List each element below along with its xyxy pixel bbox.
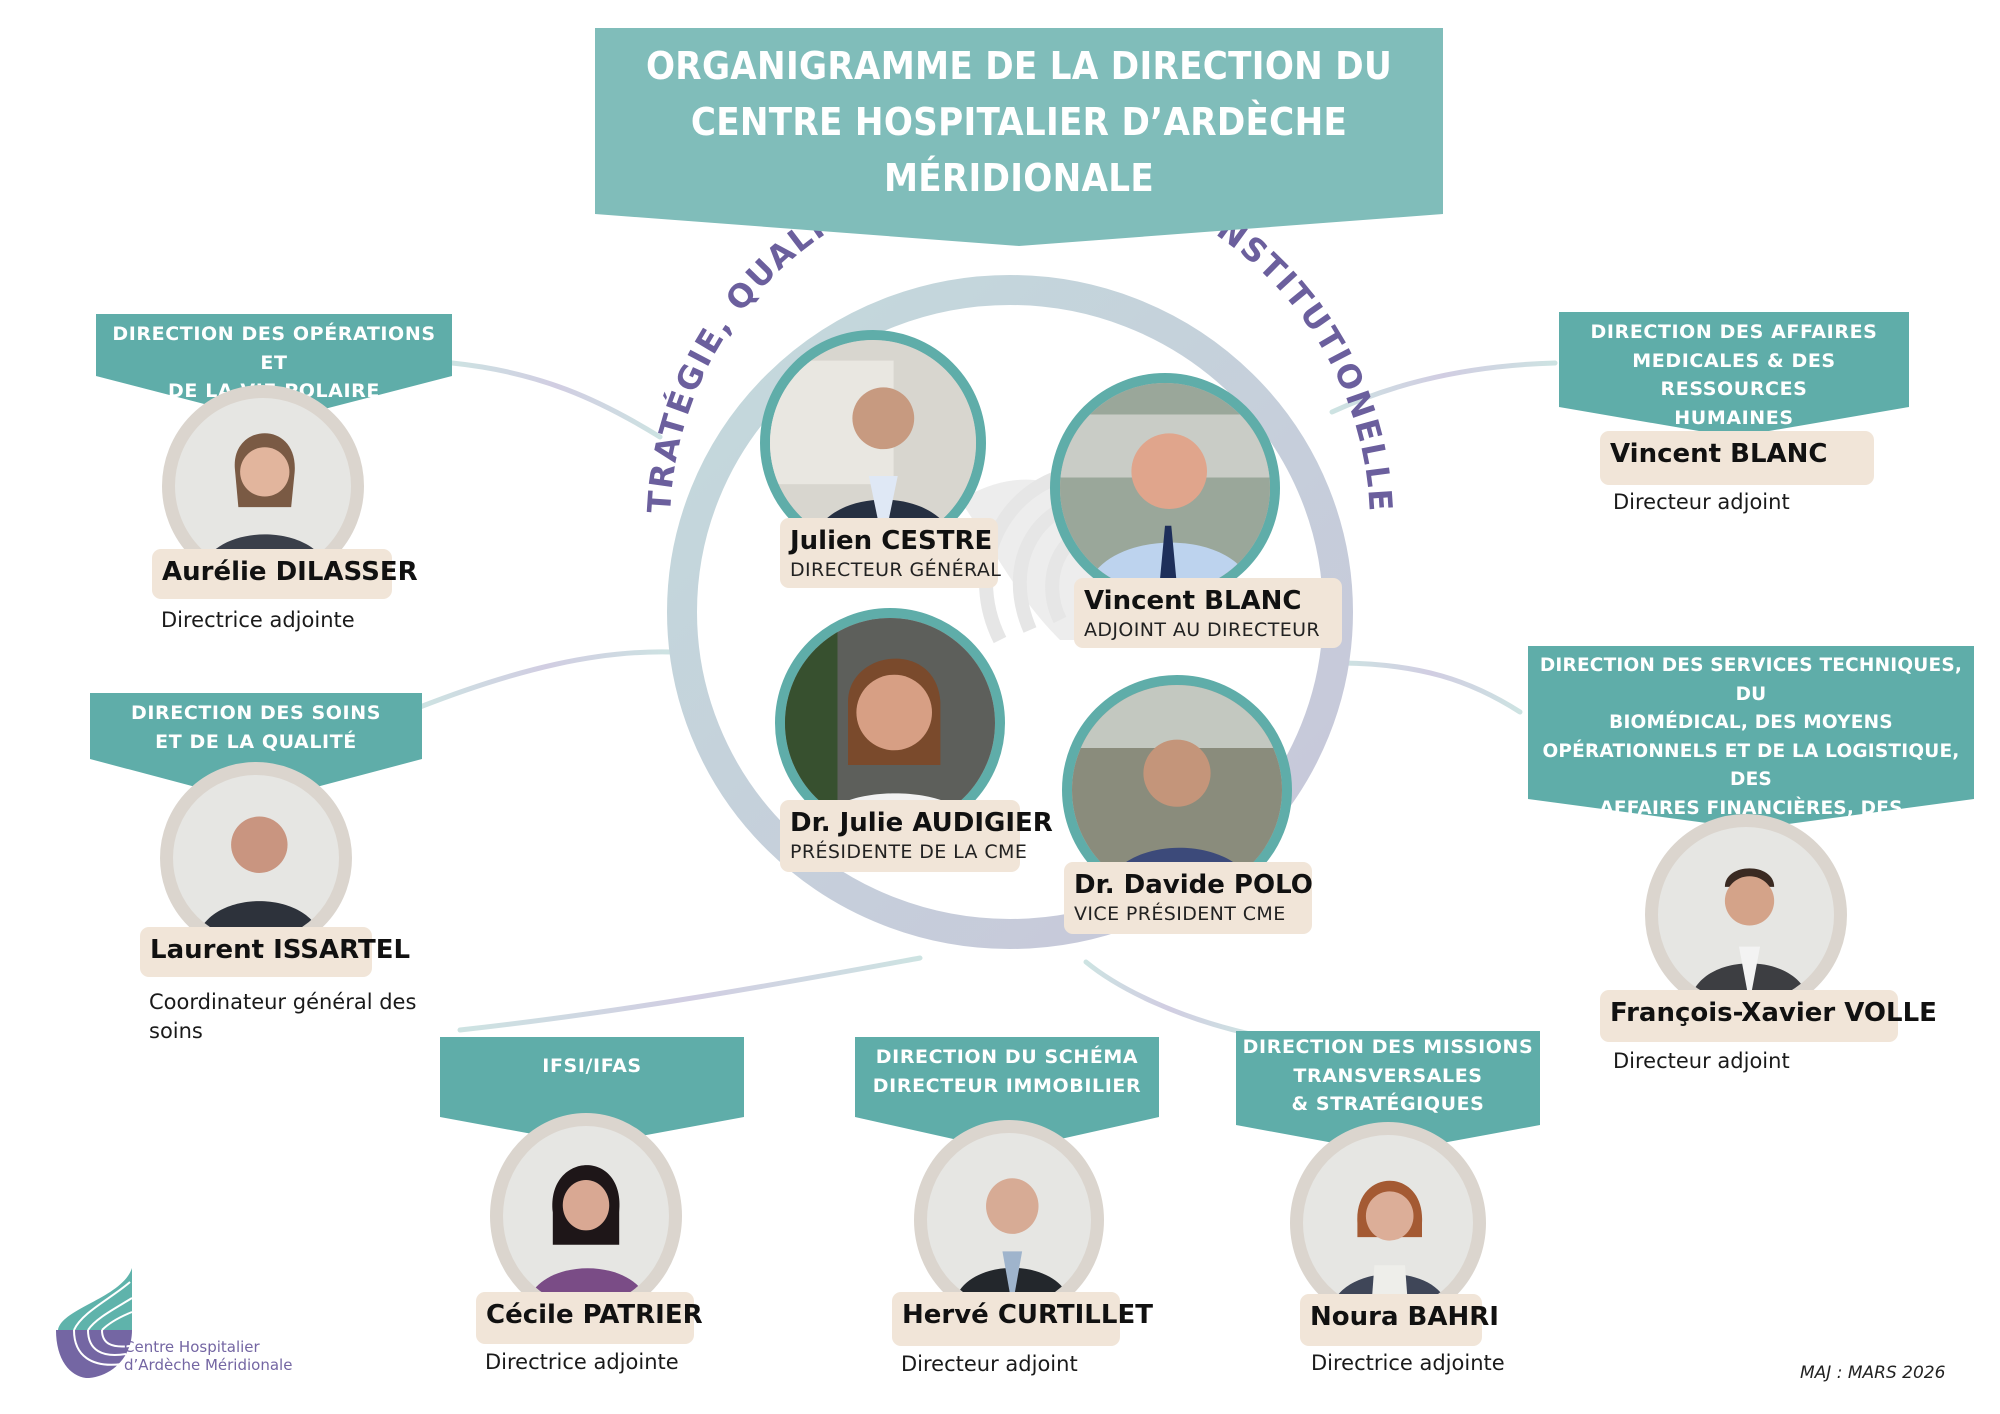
banner-shape (440, 1037, 744, 1145)
hospital-logo-text: Centre Hospitalier d’Ardèche Méridionale (124, 1338, 292, 1374)
person-name: Dr. Julie AUDIGIER (790, 808, 1053, 838)
person-name: Vincent BLANC (1084, 586, 1302, 616)
avatar-julie-audigier (775, 608, 1005, 838)
name-box-julien-cestre: Julien CESTRE DIRECTEUR GÉNÉRAL (780, 518, 1002, 588)
banner-shape (855, 1037, 1159, 1151)
person-name: Julien CESTRE (790, 526, 993, 556)
person-role: Directeur adjoint (1613, 1049, 1790, 1073)
avatar-laurent-issartel (160, 762, 352, 954)
name-box-vincent-blanc-center: Vincent BLANC ADJOINT AU DIRECTEUR (1074, 578, 1342, 648)
name-box-aurelie-dilasser: Aurélie DILASSER (152, 549, 418, 599)
person-role: Directeur adjoint (901, 1352, 1078, 1376)
person-title: VICE PRÉSIDENT CME (1074, 903, 1286, 925)
person-name: Aurélie DILASSER (162, 557, 418, 587)
person-photo-icon (953, 1178, 1072, 1307)
person-photo-icon (770, 340, 976, 546)
banner-shape (1236, 1031, 1540, 1153)
person-role: Directrice adjointe (161, 608, 355, 632)
update-date: MAJ : MARS 2026 (1800, 1363, 1946, 1383)
person-photo-icon (199, 433, 330, 574)
person-photo-icon (1330, 1180, 1450, 1311)
person-name: Laurent ISSARTEL (150, 935, 411, 965)
name-box-noura-bahri: Noura BAHRI (1300, 1294, 1499, 1346)
person-role: Directrice adjointe (1311, 1351, 1505, 1375)
name-box-julie-audigier: Dr. Julie AUDIGIER PRÉSIDENTE DE LA CME (780, 800, 1053, 872)
name-box-herve-curtillet: Hervé CURTILLET (892, 1292, 1153, 1346)
person-photo-icon (1689, 868, 1810, 1003)
person-name: Dr. Davide POLO (1074, 870, 1313, 900)
person-role: Directeur adjoint (1613, 490, 1790, 514)
person-role: Directrice adjointe (485, 1350, 679, 1374)
avatar-francois-xavier-volle (1645, 814, 1847, 1016)
person-photo-icon (1072, 685, 1282, 895)
hospital-logo (52, 1268, 136, 1384)
title-line-3: MÉRIDIONALE (883, 156, 1155, 200)
dept-banner-ifsi-ifas: IFSI/IFAS (440, 1037, 744, 1145)
page-title: ORGANIGRAMME DE LA DIRECTION DU CENTRE H… (595, 38, 1443, 206)
name-box-cecile-patrier: Cécile PATRIER (476, 1292, 703, 1344)
banner-shape (1528, 646, 1974, 829)
person-title: DIRECTEUR GÉNÉRAL (790, 559, 1002, 581)
name-box-vincent-blanc-rh: Vincent BLANC (1600, 431, 1874, 485)
person-photo-icon (785, 618, 995, 828)
person-name: Noura BAHRI (1310, 1302, 1499, 1332)
banner-shape (96, 314, 452, 422)
logo-line-1: Centre Hospitalier (124, 1338, 260, 1356)
name-box-laurent-issartel: Laurent ISSARTEL (140, 927, 411, 977)
banner-shape (1559, 312, 1909, 437)
name-box-francois-xavier-volle: François-Xavier VOLLE (1600, 990, 1937, 1042)
header-banner-shape (595, 28, 1443, 246)
hospital-logo-icon (56, 1268, 133, 1378)
banner-shape (90, 693, 422, 803)
connector-lines (417, 360, 1558, 1040)
person-name: Hervé CURTILLET (902, 1300, 1153, 1330)
avatar-vincent-blanc-center (1050, 373, 1280, 603)
avatar-herve-curtillet (914, 1120, 1104, 1320)
title-line-2: CENTRE HOSPITALIER D’ARDÈCHE (690, 100, 1348, 144)
person-title: ADJOINT AU DIRECTEUR (1084, 619, 1321, 641)
person-photo-icon (1060, 383, 1270, 593)
person-name: François-Xavier VOLLE (1610, 998, 1937, 1028)
person-name: Cécile PATRIER (486, 1300, 703, 1330)
logo-line-2: d’Ardèche Méridionale (124, 1356, 293, 1374)
person-photo-icon (196, 816, 323, 941)
person-photo-icon (526, 1165, 650, 1306)
title-line-1: ORGANIGRAMME DE LA DIRECTION DU (645, 44, 1393, 88)
person-title: PRÉSIDENTE DE LA CME (790, 841, 1028, 863)
header-banner: ORGANIGRAMME DE LA DIRECTION DU CENTRE H… (595, 28, 1443, 246)
name-box-davide-polo: Dr. Davide POLO VICE PRÉSIDENT CME (1064, 862, 1313, 934)
avatar-cecile-patrier (490, 1113, 682, 1319)
person-name: Vincent BLANC (1610, 439, 1828, 469)
